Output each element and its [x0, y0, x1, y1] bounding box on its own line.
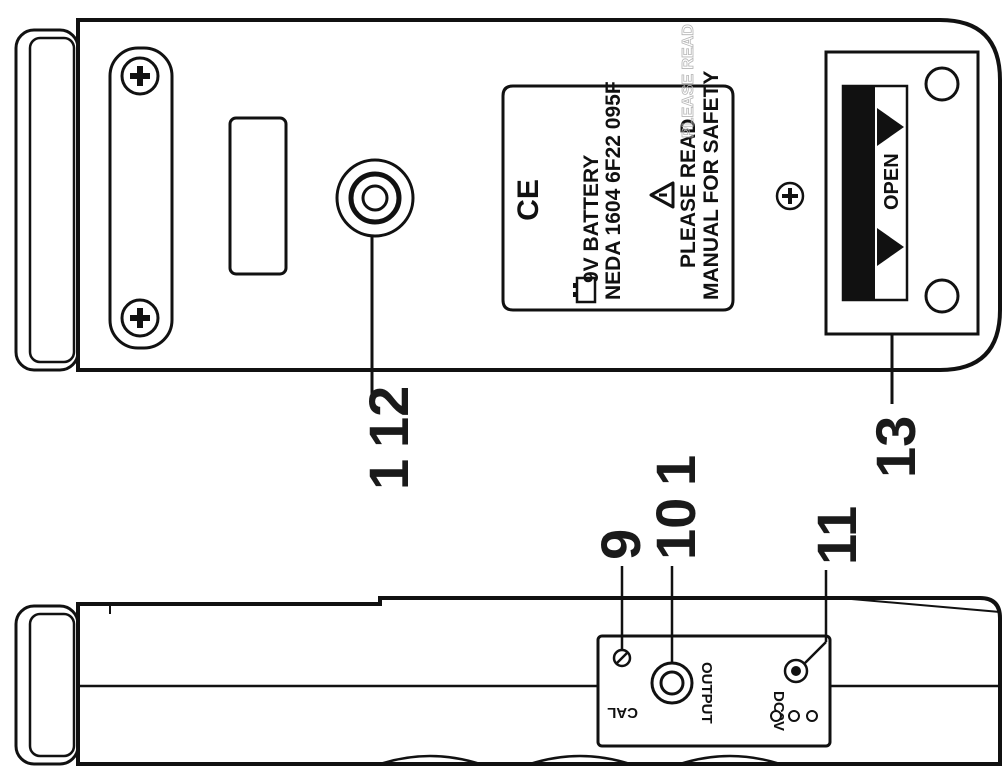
screw-top	[120, 56, 160, 96]
side-bump-2	[529, 754, 631, 766]
battery-line2: NEDA 1604 6F22 095F	[602, 81, 625, 300]
callout-numbers: 1 12 13 9 10 1 11	[357, 386, 927, 565]
callout-cover: 13	[864, 416, 927, 478]
back-end-cap-inner	[28, 36, 76, 364]
callout-tripod-prefix: 1	[357, 459, 420, 490]
back-slot	[228, 116, 288, 276]
cal-label: CAL	[607, 704, 638, 721]
tripod-socket	[335, 158, 415, 238]
ce-mark: CE	[512, 179, 545, 221]
side-edge-line	[839, 597, 1001, 613]
cover-hole-top	[924, 66, 960, 102]
side-bump-1	[379, 754, 481, 766]
cover-arrow-bottom-icon	[877, 228, 904, 266]
callout-output: 10	[644, 498, 707, 560]
warning-line1: PLEASE READ	[677, 119, 700, 268]
callout-cal: 9	[589, 529, 652, 560]
screw-bottom	[120, 298, 160, 338]
dc-jack	[783, 658, 809, 684]
callout-output-suffix: 1	[644, 455, 707, 486]
cover-arrow-top-icon	[877, 108, 904, 146]
warning-line2: MANUAL FOR SAFETY	[700, 71, 723, 300]
side-view: CAL OUTPUT DC9V	[14, 566, 1002, 766]
battery-cover: OPEN	[824, 50, 980, 336]
battery-icon	[573, 276, 597, 304]
cover-hole-bottom	[924, 278, 960, 314]
cover-screw	[775, 181, 805, 211]
warning-triangle-icon	[649, 181, 675, 209]
output-jack	[650, 661, 694, 705]
back-plate	[108, 46, 174, 350]
polarity-symbol-icon	[770, 710, 818, 722]
back-view: CE 9V BATTERY NEDA 1604 6F22 095F PLEASE…	[14, 18, 1002, 404]
battery-label: CE 9V BATTERY NEDA 1604 6F22 095F PLEASE…	[501, 71, 735, 312]
battery-line1: 9V BATTERY	[580, 155, 603, 283]
cal-trimmer	[612, 648, 632, 668]
side-bump-3	[679, 754, 781, 766]
open-label: OPEN	[881, 153, 903, 210]
output-label: OUTPUT	[698, 662, 715, 724]
callout-tripod: 12	[357, 386, 420, 448]
dc-leader-line-b	[803, 641, 827, 665]
side-housing	[76, 596, 1002, 766]
side-end-cap-inner	[28, 612, 76, 758]
callout-dc: 11	[805, 506, 868, 565]
faint-bleed-text: PLEASE READ	[680, 24, 697, 138]
